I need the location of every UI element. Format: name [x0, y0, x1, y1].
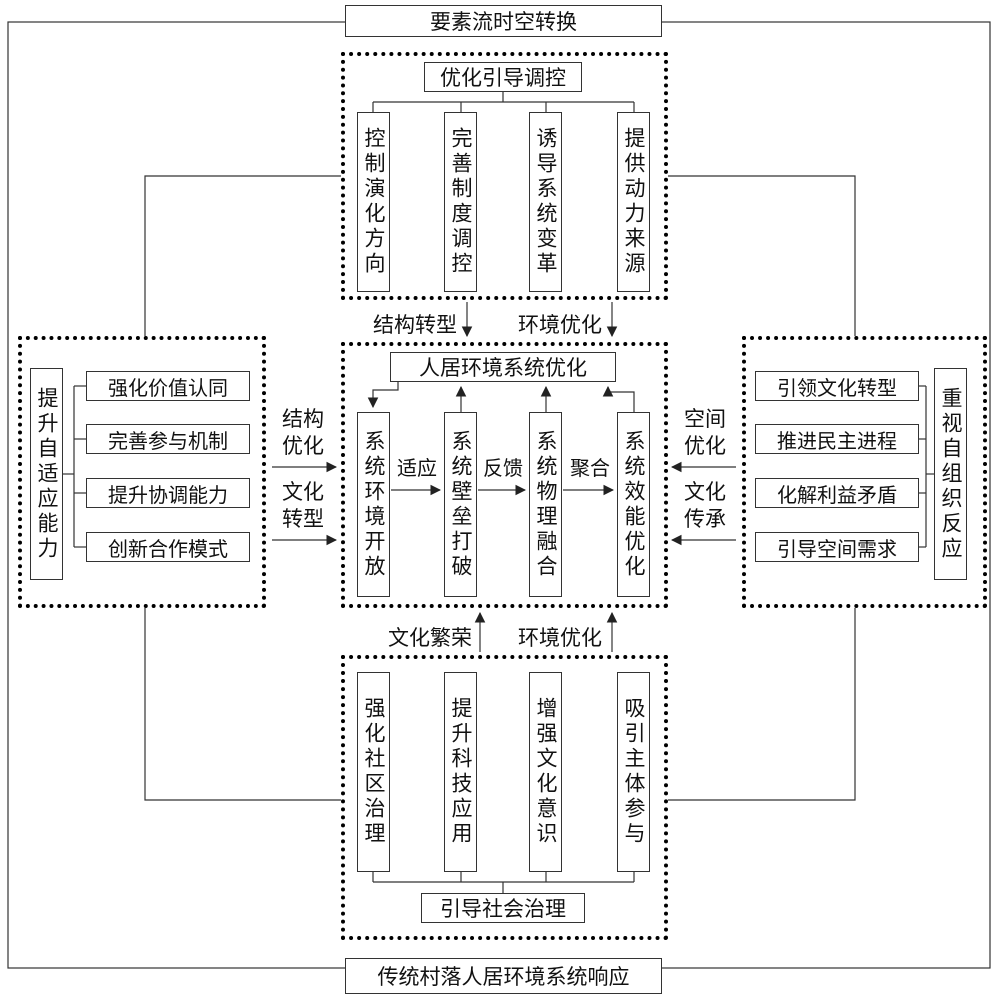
bottom-panel-title: 引导社会治理 — [440, 897, 566, 921]
top-panel-title-box: 优化引导调控 — [424, 62, 582, 92]
left-to-middle-arrows — [272, 461, 338, 546]
bottom-panel-item: 提升科技应用 — [444, 672, 477, 872]
right-panel-bracket — [919, 385, 934, 548]
top-panel-tree — [372, 92, 635, 112]
right-panel-side-label: 重视自组织反应 — [939, 386, 963, 562]
flow-label-feedback: 反馈 — [483, 456, 523, 480]
left-panel-side-label: 提升自适应能力 — [35, 386, 59, 562]
left-panel-border — [18, 336, 266, 608]
right-panel-item: 引领文化转型 — [755, 371, 919, 401]
left-panel-item: 创新合作模式 — [86, 532, 250, 562]
right-panel-item-label: 化解利益矛盾 — [777, 482, 897, 507]
flow-label-adapt: 适应 — [397, 456, 437, 480]
bottom-panel-item: 强化社区治理 — [357, 672, 390, 872]
top-panel-item: 提供动力来源 — [617, 112, 650, 292]
right-panel-item: 化解利益矛盾 — [755, 478, 919, 508]
right-panel-item: 引导空间需求 — [755, 532, 919, 562]
edge-label-right-top: 空间优化 — [681, 406, 729, 460]
edge-label-left-top: 结构优化 — [279, 406, 327, 460]
panel-link-lines — [144, 175, 856, 801]
top-panel-item-label: 提供动力来源 — [622, 127, 646, 277]
right-panel-item-label: 引领文化转型 — [777, 375, 897, 400]
middle-panel-item-label: 系统物理融合 — [534, 429, 558, 580]
flow-label-aggregate: 聚合 — [570, 456, 610, 480]
middle-panel-item-label: 系统环境开放 — [362, 429, 386, 580]
bottom-panel-item-label: 提升科技应用 — [449, 697, 473, 847]
bottom-panel-item-label: 吸引主体参与 — [622, 697, 646, 847]
middle-panel-border — [341, 342, 668, 608]
left-panel-item: 强化价值认同 — [86, 371, 250, 401]
left-panel-bracket — [63, 385, 86, 548]
right-to-middle-arrows — [670, 461, 736, 546]
middle-panel-title-box: 人居环境系统优化 — [390, 352, 616, 382]
bottom-panel-item-label: 增强文化意识 — [534, 697, 558, 847]
top-panel-item: 诱导系统变革 — [529, 112, 562, 292]
top-panel-item-label: 完善制度调控 — [449, 127, 473, 277]
middle-panel-item: 系统壁垒打破 — [444, 412, 477, 597]
top-panel-item: 控制演化方向 — [357, 112, 390, 292]
bottom-panel-tree — [372, 872, 635, 893]
top-panel-title: 优化引导调控 — [440, 66, 566, 90]
right-panel-item-label: 推进民主进程 — [777, 428, 897, 453]
right-panel-item: 推进民主进程 — [755, 424, 919, 454]
right-panel-border — [742, 336, 987, 608]
bottom-to-middle-arrows — [474, 611, 618, 652]
middle-title-connectors — [367, 382, 635, 412]
top-panel-item: 完善制度调控 — [444, 112, 477, 292]
edge-label-top-right: 环境优化 — [518, 309, 602, 339]
middle-panel-item: 系统效能优化 — [617, 412, 650, 597]
left-panel-side-box: 提升自适应能力 — [30, 368, 63, 580]
edge-label-bottom-right: 环境优化 — [518, 622, 602, 652]
left-panel-item-label: 提升协调能力 — [108, 482, 228, 507]
edge-label-top-left: 结构转型 — [373, 309, 457, 339]
edge-label-right-bottom: 文化传承 — [681, 479, 729, 533]
left-panel-item-label: 完善参与机制 — [108, 428, 228, 453]
middle-panel-item-label: 系统效能优化 — [622, 429, 646, 580]
edge-label-bottom-left: 文化繁荣 — [388, 622, 472, 652]
left-panel-item-label: 创新合作模式 — [108, 536, 228, 561]
bottom-panel-item: 吸引主体参与 — [617, 672, 650, 872]
middle-panel-item-label: 系统壁垒打破 — [449, 429, 473, 580]
bottom-panel-title-box: 引导社会治理 — [421, 893, 585, 923]
top-to-middle-arrows — [461, 302, 618, 338]
top-panel-border — [341, 52, 668, 300]
top-panel-item-label: 诱导系统变革 — [534, 127, 558, 277]
middle-panel-item: 系统物理融合 — [529, 412, 562, 597]
middle-panel-item: 系统环境开放 — [357, 412, 390, 597]
bottom-panel-item-label: 强化社区治理 — [362, 697, 386, 847]
top-panel-item-label: 控制演化方向 — [362, 127, 386, 277]
right-panel-item-label: 引导空间需求 — [777, 536, 897, 561]
bottom-panel-item: 增强文化意识 — [529, 672, 562, 872]
bottom-panel-border — [341, 655, 668, 940]
left-panel-item: 完善参与机制 — [86, 424, 250, 454]
left-panel-item: 提升协调能力 — [86, 478, 250, 508]
outer-top-box: 要素流时空转换 — [345, 5, 662, 37]
left-panel-item-label: 强化价值认同 — [108, 375, 228, 400]
outer-top-label: 要素流时空转换 — [430, 10, 577, 34]
outer-bottom-box: 传统村落人居环境系统响应 — [345, 958, 662, 994]
right-panel-side-box: 重视自组织反应 — [934, 368, 967, 580]
middle-panel-title: 人居环境系统优化 — [419, 356, 587, 380]
edge-label-left-bottom: 文化转型 — [279, 479, 327, 533]
outer-bottom-label: 传统村落人居环境系统响应 — [377, 965, 630, 989]
